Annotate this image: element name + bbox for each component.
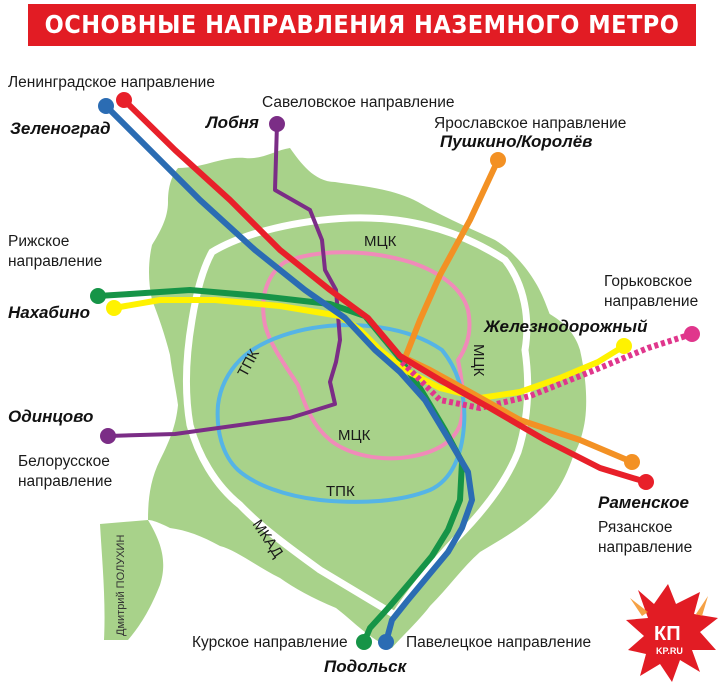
- label-mck-right: МЦК: [470, 344, 487, 377]
- terminus-dot-lobnya: [269, 116, 285, 132]
- author-credit: Дмитрий ПОЛУХИН: [115, 535, 127, 636]
- kp-logo-main: КП: [654, 623, 681, 645]
- label-mck-top: МЦК: [364, 233, 397, 250]
- label-gorkovskoe-2: направление: [604, 293, 698, 310]
- label-tpk-bottom: ТПК: [326, 483, 355, 500]
- terminus-dot-odintsovo: [100, 428, 116, 444]
- label-rizhskoe-2: направление: [8, 253, 102, 270]
- label-kurskoe: Курское направление: [192, 634, 348, 651]
- kp-logo-burst: [626, 584, 718, 682]
- terminus-dot-kurskoe: [356, 634, 372, 650]
- label-rizhskoe-1: Рижское: [8, 233, 69, 250]
- label-nakhabino: Нахабино: [8, 303, 90, 322]
- kp-logo: КП KP.RU: [626, 584, 718, 682]
- label-savelovskoe: Савеловское направление: [262, 94, 455, 111]
- label-ramenskoe: Раменское: [598, 493, 689, 512]
- label-belorusskoe-2: направление: [18, 473, 112, 490]
- terminus-dot-yaroslavskoe-end: [624, 454, 640, 470]
- title-banner: ОСНОВНЫЕ НАПРАВЛЕНИЯ НАЗЕМНОГО МЕТРО: [28, 4, 696, 46]
- line-savelovskoe: [107, 123, 342, 438]
- label-podolsk: Подольск: [324, 657, 408, 676]
- label-ryazanskoe-1: Рязанское: [598, 519, 672, 536]
- label-zelenograd: Зеленоград: [10, 119, 110, 138]
- label-zheleznodorozhny: Железнодорожный: [483, 317, 648, 336]
- terminus-dot-zheleznodorozhny: [616, 338, 632, 354]
- city-area-annex: [100, 520, 164, 640]
- terminus-dot-ramenskoe: [638, 474, 654, 490]
- kp-logo-sub: KP.RU: [656, 646, 683, 656]
- line-gorkovskoe: [399, 331, 693, 412]
- label-mck-bottom: МЦК: [338, 427, 371, 444]
- label-belorusskoe-1: Белорусское: [18, 453, 110, 470]
- terminus-dot-pushkino: [490, 152, 506, 168]
- label-gorkovskoe-1: Горьковское: [604, 273, 692, 290]
- terminus-dot-gorkovskoe: [684, 326, 700, 342]
- line-zelenograd-blue: [103, 103, 475, 643]
- label-lobnya: Лобня: [204, 113, 259, 132]
- label-pushkino-korolev: Пушкино/Королёв: [440, 132, 592, 151]
- kp-logo-rays: [630, 596, 708, 616]
- label-ryazanskoe-2: направление: [598, 539, 692, 556]
- line-nakhabino: [113, 297, 626, 401]
- terminus-dot-nakhabino: [106, 300, 122, 316]
- terminus-dot-zelenograd: [98, 98, 114, 114]
- page-title: ОСНОВНЫЕ НАПРАВЛЕНИЯ НАЗЕМНОГО МЕТРО: [44, 10, 680, 39]
- label-paveletskoe: Павелецкое направление: [406, 634, 591, 651]
- label-odintsovo: Одинцово: [8, 407, 93, 426]
- label-leningradskoe: Ленинградское направление: [8, 74, 215, 91]
- terminus-dot-rizhskoe: [90, 288, 106, 304]
- terminus-dot-leningradskoe: [116, 92, 132, 108]
- label-yaroslavskoe: Ярославское направление: [434, 115, 626, 132]
- tpk-ring: [215, 322, 467, 504]
- line-leningradskoe: [121, 97, 647, 485]
- terminus-dot-paveletskoe: [378, 634, 394, 650]
